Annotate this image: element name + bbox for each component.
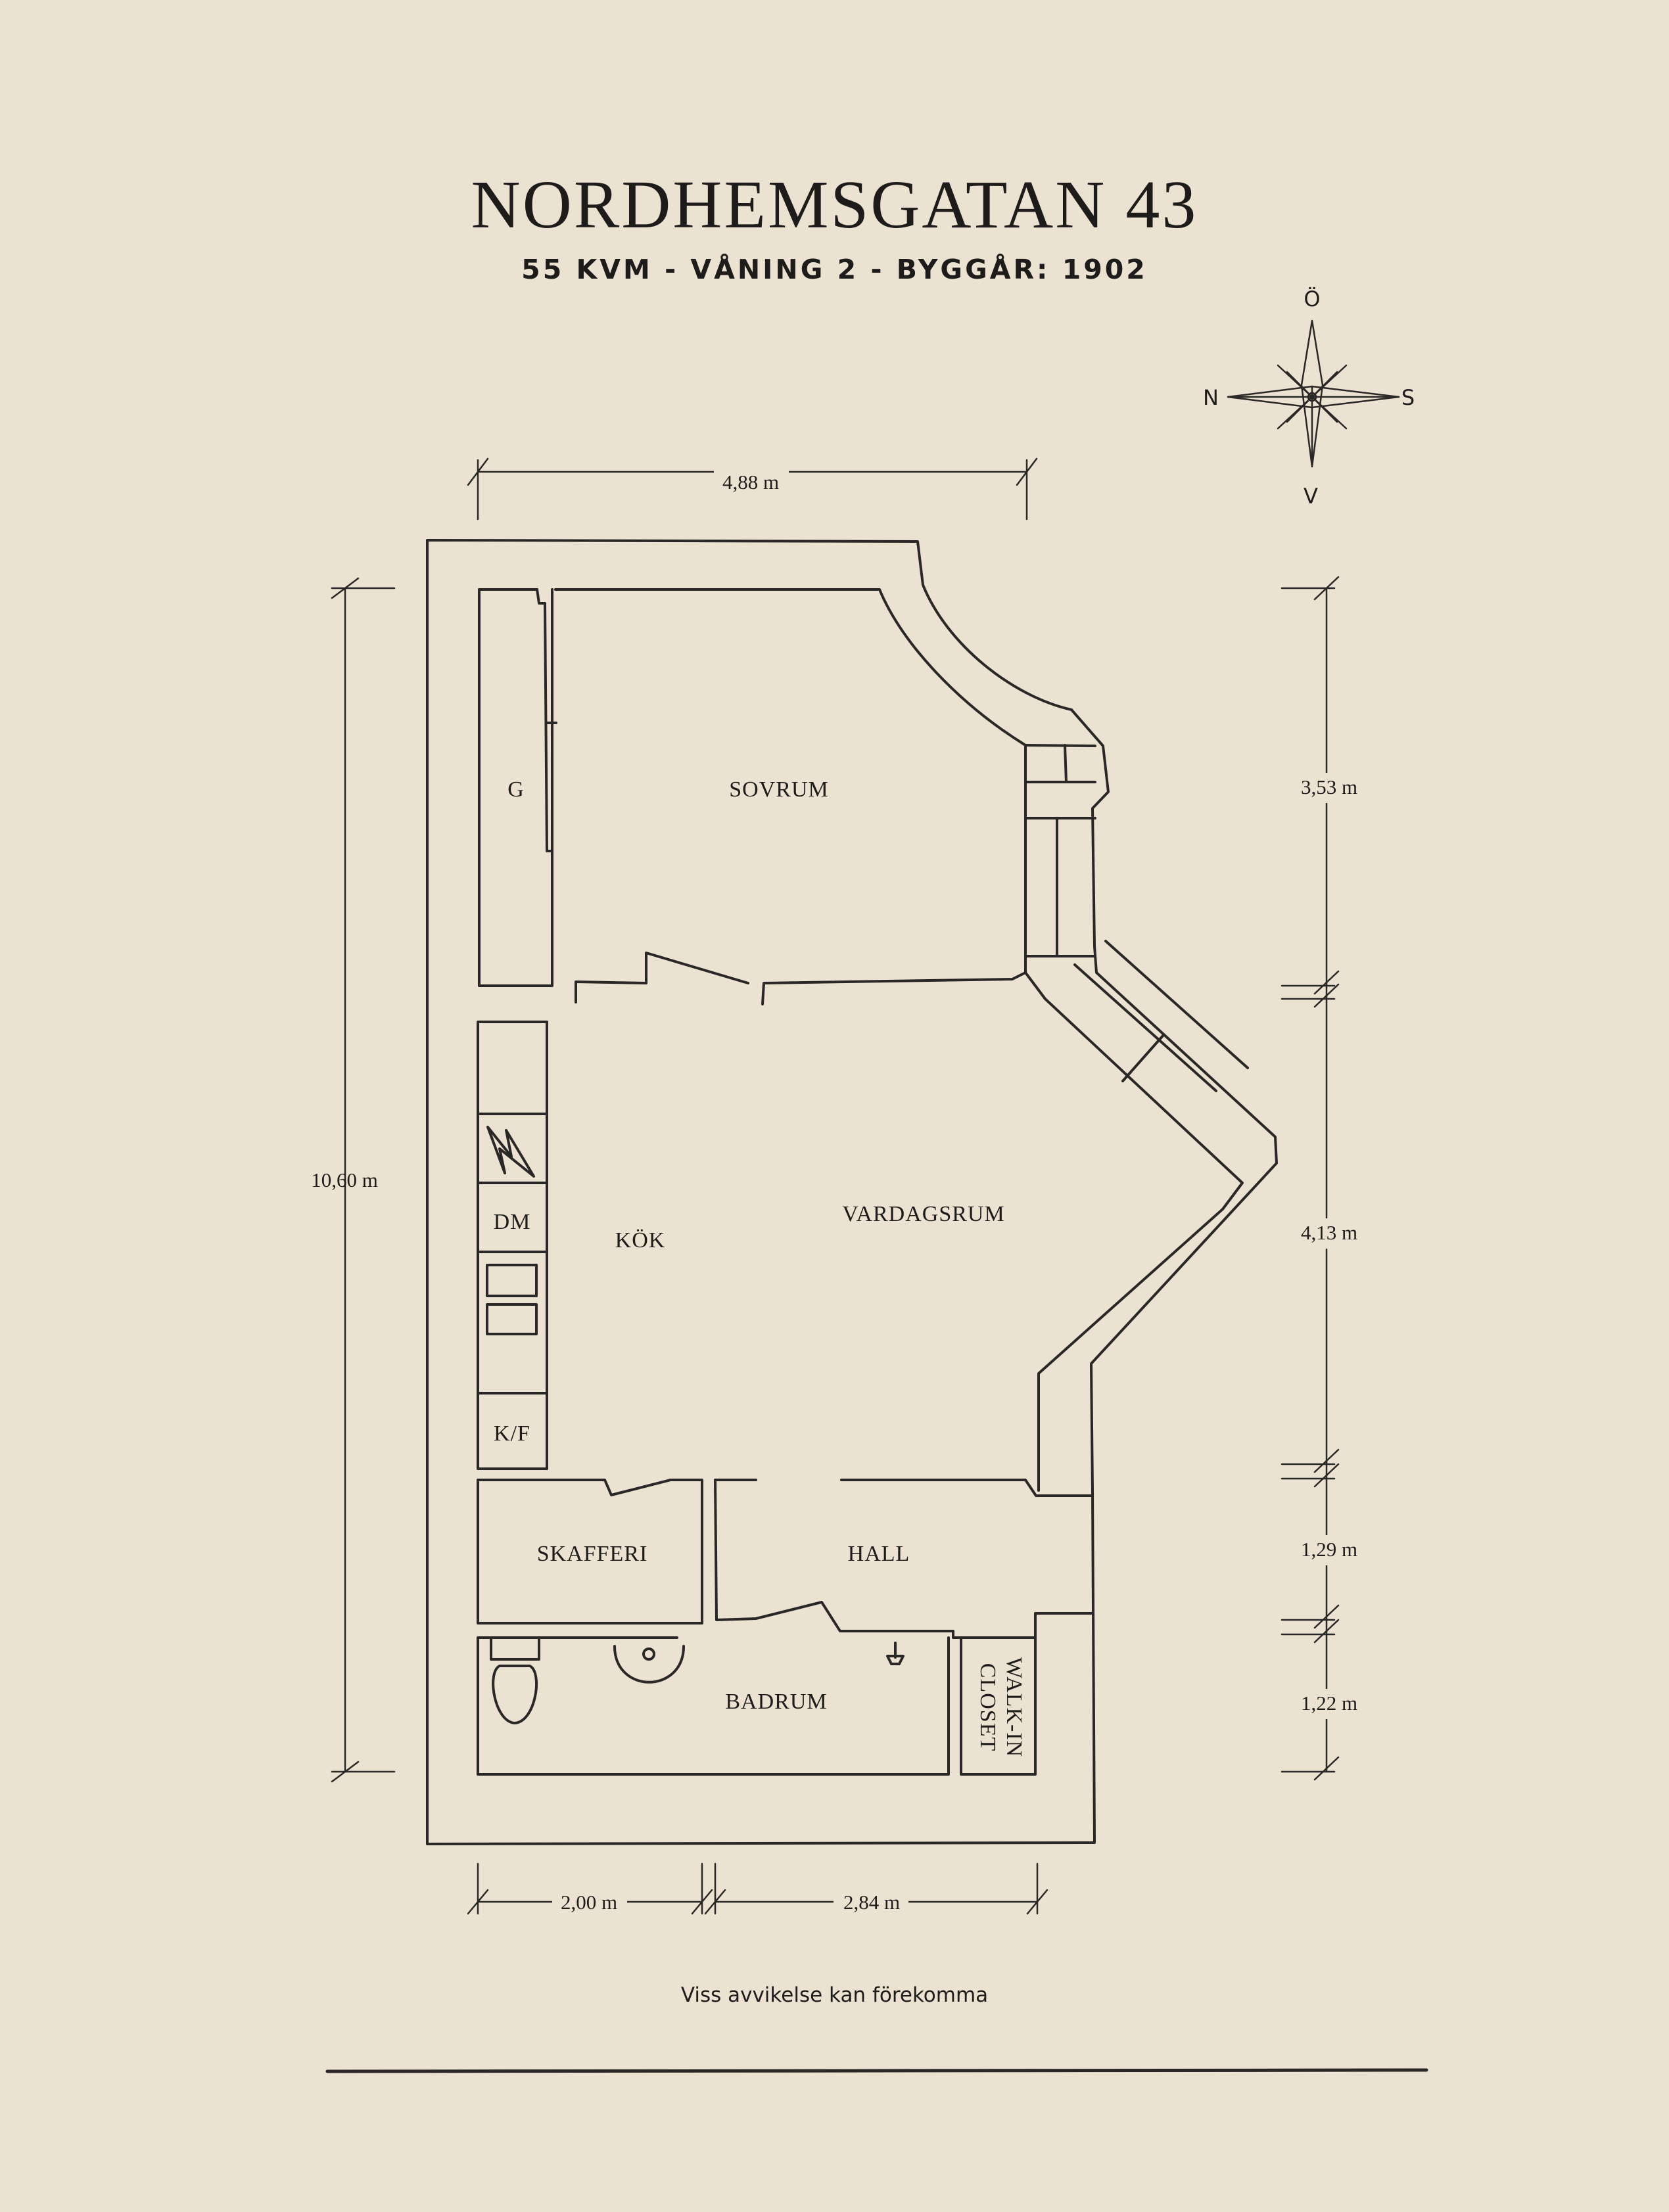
outer-wall [426,539,1278,1845]
dimension-lines [331,457,1340,1915]
dim-right-2: 4,13 m [1301,1221,1357,1244]
bedroom-label: SOVRUM [729,777,828,802]
dim-total-height: 10,60 m [311,1168,378,1191]
footer-rule [325,2068,1428,2073]
compass-rose-icon [1227,319,1400,468]
page-subtitle: 55 KVM - VÅNING 2 - BYGGÅR: 1902 [521,254,1148,285]
inner-walls [477,588,1249,1776]
pantry-label: SKAFFERI [537,1542,648,1566]
compass-west-label: V [1304,484,1318,509]
compass-north-label: N [1203,385,1219,410]
dim-right-4: 1,22 m [1301,1692,1357,1715]
wardrobe-label: G [507,777,525,802]
walk-in-label-line2: CLOSET [976,1663,1000,1751]
compass-east-label: Ö [1304,287,1320,311]
fridge-label: K/F [494,1421,530,1446]
page-title: NORDHEMSGATAN 43 [471,167,1198,242]
dim-right-1: 3,53 m [1301,775,1357,798]
hall-label: HALL [848,1542,910,1566]
walk-in-label-line1: WALK-IN [1002,1657,1026,1757]
dishwasher-label: DM [494,1210,531,1234]
dim-bottom-right: 2,84 m [843,1891,900,1914]
disclaimer: Viss avvikelse kan förekomma [680,1983,989,2007]
bathroom-label: BADRUM [725,1690,827,1714]
dim-top-width: 4,88 m [722,471,779,494]
dim-bottom-left: 2,00 m [561,1891,617,1914]
compass-south-label: S [1401,385,1415,410]
living-room-label: VARDAGSRUM [842,1202,1004,1226]
dim-right-3: 1,29 m [1301,1538,1357,1561]
kitchen-label: KÖK [615,1228,666,1253]
